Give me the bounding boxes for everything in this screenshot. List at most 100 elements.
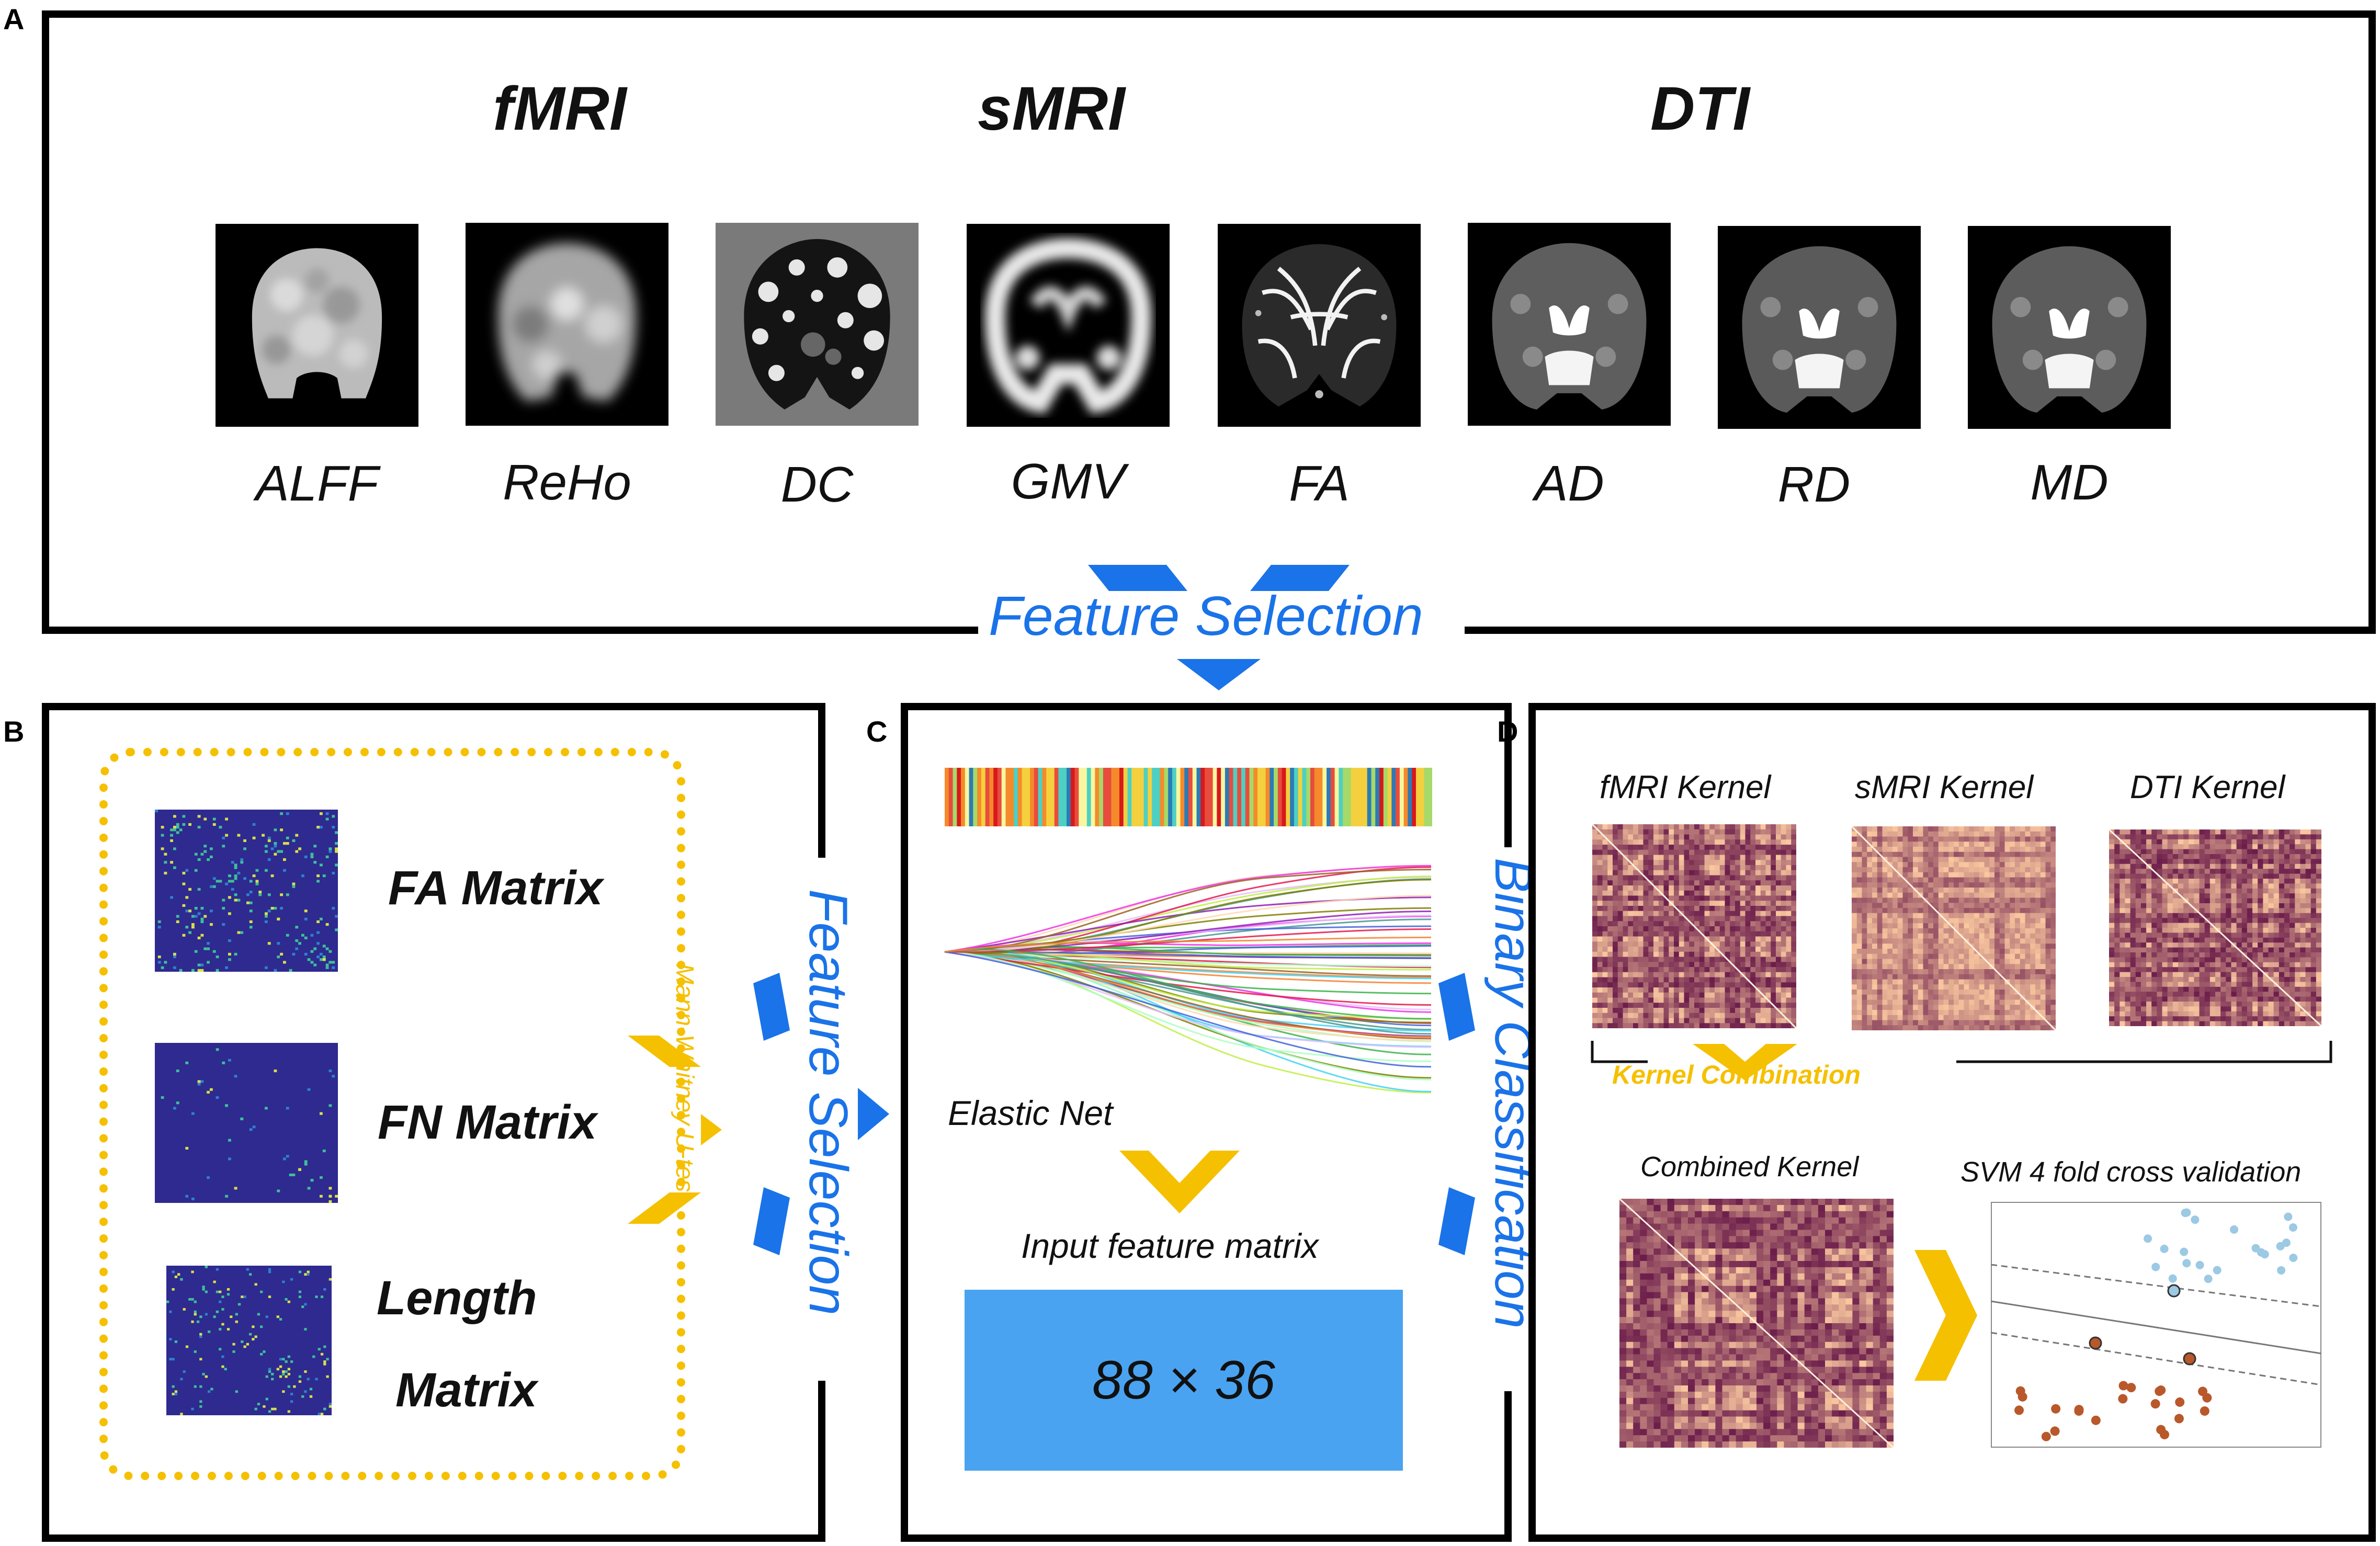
kernel-cell [2300,947,2306,953]
kernel-cell [2290,883,2295,889]
matrix-cell [332,826,335,829]
kernel-cell [2305,918,2311,924]
kernel-cell [1867,969,1873,975]
feature-bar-stripe [948,768,954,826]
kernel-cell [1897,953,1903,960]
kernel-cell [1943,969,1949,975]
kernel-cell [1913,897,1919,903]
kernel-cell [2247,829,2253,835]
kernel-cell [1638,911,1644,917]
kernel-cell [1760,1023,1766,1028]
kernel-cell [1867,851,1873,858]
kernel-cell [1923,877,1929,883]
kernel-cell [1969,1005,1975,1010]
kernel-cell [1628,916,1634,922]
kernel-cell [1954,999,1959,1005]
kernel-cell [1877,1025,1883,1030]
kernel-cell [1786,911,1792,917]
kernel-cell [1653,845,1659,850]
kernel-cell [1882,953,1888,960]
kernel-cell [2109,839,2115,845]
kernel-cell [1974,882,1980,888]
kernel-cell [1699,921,1705,927]
kernel-cell [1791,880,1796,886]
coefficient-path [944,951,1432,959]
kernel-cell [1918,851,1924,858]
kernel-cell [1964,979,1969,985]
kernel-cell [1902,969,1908,975]
kernel-cell [1725,870,1730,876]
matrix-cell [265,1397,268,1401]
feature-bar-stripe [1155,768,1161,826]
kernel-cell [1658,860,1664,866]
kernel-cell [1674,829,1680,835]
kernel-cell [2020,933,2026,939]
kernel-cell [2215,923,2221,928]
feature-bar-stripe [1188,768,1193,826]
kernel-cell [1943,1005,1949,1010]
kernel-cell [1750,921,1756,927]
kernel-cell [1933,938,1939,944]
kernel-cell [1918,918,1924,924]
kernel-cell [1984,943,1990,949]
kernel-cell [1648,875,1654,881]
kernel-cell [1872,888,1878,893]
kernel-cell [1999,872,2005,878]
kernel-cell [1887,826,1893,832]
kernel-cell [1765,895,1771,901]
kernel-cell [1964,999,1969,1005]
kernel-cell [2310,913,2317,918]
kernel-cell [1786,824,1792,830]
kernel-cell [2015,999,2021,1005]
matrix-size-value: 88 × 36 [1092,1349,1275,1411]
kernel-cell [1989,847,1995,852]
kernel-cell [1984,1025,1990,1030]
kernel-cell [1786,849,1792,856]
matrix-cell [320,812,323,815]
kernel-cell [1872,872,1878,878]
matrix-cell [255,882,259,885]
kernel-cell [1974,913,1980,919]
kernel-cell [1862,897,1867,903]
ad-brain-map [1468,223,1671,426]
matrix-cell [207,1090,210,1094]
kernel-cell [1623,911,1628,917]
kernel-cell [1862,888,1867,893]
kernel-cell [1597,901,1603,906]
kernel-cell [2114,854,2120,859]
kernel-cell [1781,987,1787,993]
kernel-cell [1740,967,1746,973]
kernel-cell [2178,834,2184,840]
kernel-cell [2258,849,2263,855]
kernel-cell [1969,857,1975,862]
kernel-cell [1984,923,1990,929]
kernel-cell [1862,862,1867,868]
kernel-cell [1938,943,1944,949]
kernel-cell [1781,931,1787,937]
matrix-cell [173,966,176,969]
kernel-cell [1958,949,1965,954]
kernel-cell [1689,977,1695,983]
kernel-cell [1745,870,1751,876]
kernel-cell [2015,994,2021,1001]
kernel-cell [1928,959,1934,964]
kernel-cell [1648,845,1654,850]
kernel-cell [2300,883,2306,889]
kernel-cell [1750,849,1756,856]
kernel-cell [2215,918,2221,924]
kernel-cell [2167,859,2173,865]
kernel-cell [1663,860,1669,866]
kernel-cell [2045,1005,2051,1010]
kernel-cell [1694,931,1700,937]
kernel-cell [1674,997,1680,1003]
kernel-cell [2284,844,2290,850]
kernel-cell [1974,892,1980,899]
kernel-cell [1613,901,1618,906]
kernel-cell [2045,882,2051,888]
kernel-cell [2316,923,2321,928]
kernel-cell [1613,885,1618,891]
kernel-cell [2194,898,2200,904]
kernel-cell [2231,898,2237,904]
kernel-cell [2231,913,2237,918]
kernel-cell [1684,987,1690,993]
